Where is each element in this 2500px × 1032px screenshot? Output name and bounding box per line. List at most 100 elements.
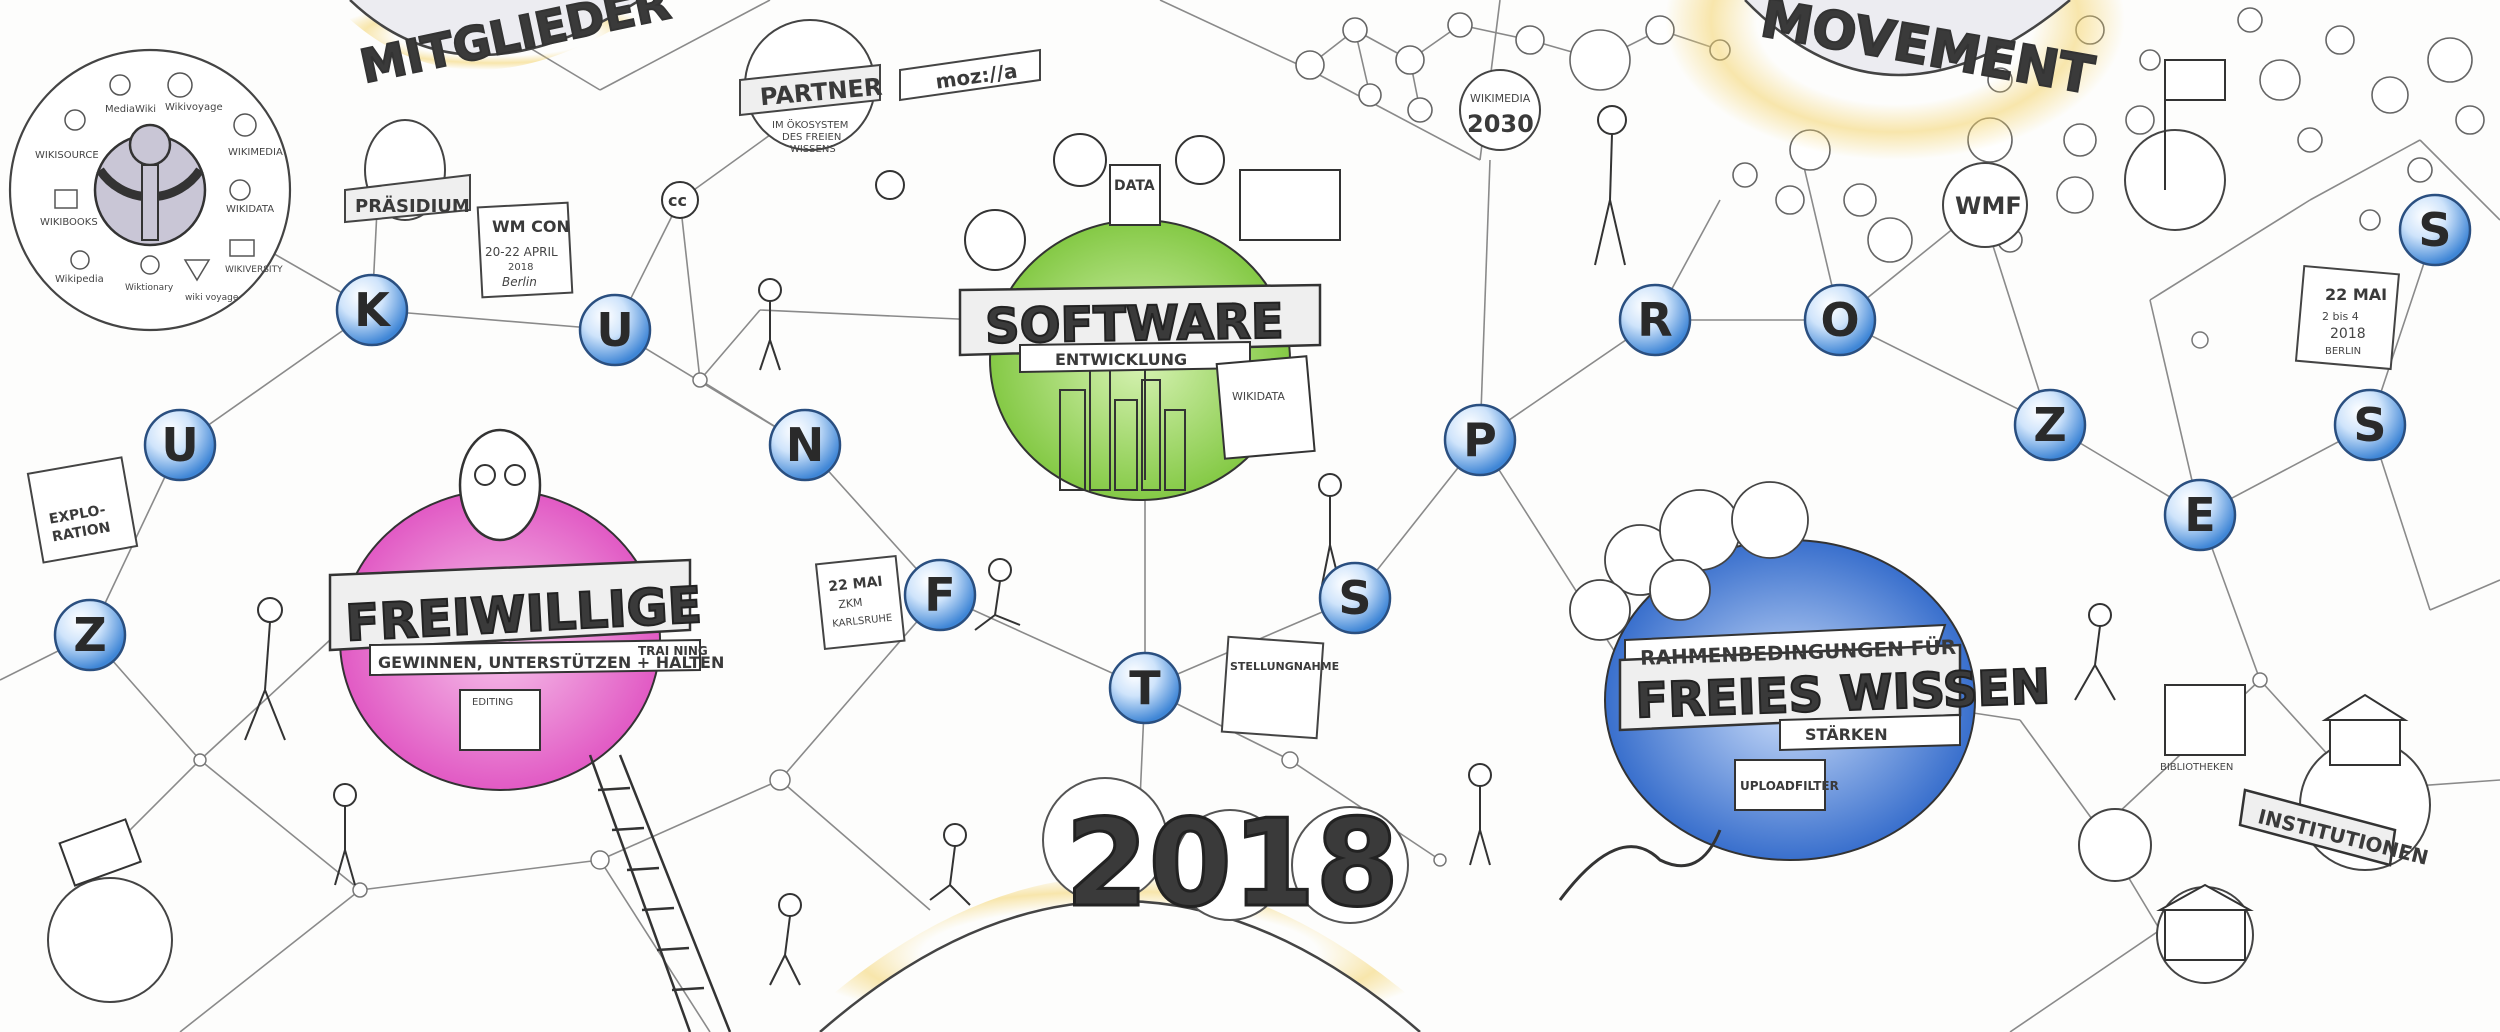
wmcon-year: 2018 — [508, 262, 533, 273]
flower-icon — [964, 209, 1026, 271]
wikimedia-commons-label: WIKIMEDIA — [228, 147, 283, 158]
museum-icon — [2329, 719, 2401, 766]
network-dots — [193, 331, 2268, 898]
letter-node-6: F — [903, 558, 977, 632]
letter-node-text: S — [2418, 203, 2451, 257]
letter-node-circle — [1318, 561, 1392, 635]
library-icon — [2164, 909, 2246, 961]
freies-wissen-cluster: RAHMENBEDINGUNGEN FÜR FREIES WISSEN STÄR… — [1558, 481, 2052, 901]
person-head-icon-2 — [1175, 135, 1225, 185]
editing-text: EDITING — [472, 697, 513, 708]
year-text: 2018 — [1065, 795, 1399, 934]
wmcon-calendar: WM CON 20-22 APRIL 2018 Berlin — [476, 201, 574, 299]
letter-node-text: O — [1820, 293, 1859, 347]
wikipedia-label: Wikipedia — [55, 274, 104, 285]
letter-node-12: Z — [2013, 388, 2087, 462]
letter-node-10: R — [1618, 283, 1692, 357]
letter-node-text: R — [1637, 293, 1672, 347]
letter-node-text: U — [161, 418, 198, 472]
letter-node-circle — [2163, 478, 2237, 552]
letter-node-4: U — [578, 293, 652, 367]
bot-title: STELLUNGNAHME — [1230, 660, 1339, 673]
wmf-text: WMF — [1955, 192, 2022, 220]
monitor-icon — [1239, 169, 1341, 241]
partner-sub1: IM ÖKOSYSTEM — [772, 118, 848, 131]
exploration-sign: EXPLO- RATION — [26, 456, 139, 564]
zukunftsprozess-letter-nodes: Z U K U N F T S P R O Z E S S — [53, 193, 2472, 725]
letter-node-circle — [768, 408, 842, 482]
cc-badge: cc — [661, 181, 699, 219]
letter-node-5: N — [768, 408, 842, 482]
may22-line1: 2 bis 4 — [2322, 310, 2359, 323]
letter-node-text: S — [2353, 398, 2386, 452]
wikidata-book — [1215, 355, 1316, 460]
person-head-icon — [1053, 133, 1107, 187]
wmcon-date: 20-22 APRIL — [485, 245, 558, 259]
data-box — [1109, 164, 1161, 226]
letter-node-circle — [335, 273, 409, 347]
letter-node-8: S — [1318, 561, 1392, 635]
letter-node-text: Z — [73, 608, 106, 662]
data-text: DATA — [1114, 178, 1155, 194]
letter-node-13: E — [2163, 478, 2237, 552]
letter-node-circle — [903, 558, 977, 632]
wmf-badge: WMF — [1942, 162, 2028, 248]
letter-node-2: U — [143, 408, 217, 482]
letter-node-circle — [2013, 388, 2087, 462]
laptop-circle — [47, 818, 173, 1003]
mozilla-tag: moz://a — [899, 48, 1041, 102]
eu-circle — [2124, 59, 2226, 231]
freiwillige-sub: GEWINNEN, UNTERSTÜTZEN + HALTEN — [378, 653, 724, 672]
wikimedia2030-line2: 2030 — [1467, 110, 1534, 138]
editing-screen — [459, 689, 541, 751]
letter-node-text: P — [1463, 413, 1497, 467]
eu-flag-icon — [2164, 59, 2226, 101]
stellungnahme-calendar: STELLUNGNAHME — [1220, 635, 1339, 740]
institutionen-cluster: INSTITUTIONEN BIBLIOTHEKEN — [2078, 684, 2431, 984]
partner-sub3: WISSENS — [790, 144, 836, 155]
mitglieder-banner: MITGLIEDER — [330, 0, 676, 95]
letter-node-text: N — [786, 418, 825, 472]
figures — [244, 105, 2116, 986]
wikimedia2030-line1: WIKIMEDIA — [1470, 92, 1531, 105]
letter-node-circle — [2398, 193, 2472, 267]
letter-node-circle — [2333, 388, 2407, 462]
may22-line2: 2018 — [2330, 326, 2366, 342]
letter-node-1: Z — [53, 598, 127, 672]
uploadfilter-text: UPLOADFILTER — [1740, 779, 1839, 793]
ladder — [588, 754, 732, 1032]
skyline — [1059, 360, 1220, 491]
may22-calendar: 22 MAI 2 bis 4 2018 BERLIN — [2294, 264, 2400, 371]
wmcon-title: WM CON — [492, 217, 570, 236]
letter-node-3: K — [335, 273, 409, 347]
tree-roots — [1558, 829, 1722, 901]
letter-node-text: T — [1129, 661, 1161, 715]
partner-sub2: DES FREIEN — [782, 132, 841, 143]
partner-badge: PARTNER IM ÖKOSYSTEM DES FREIEN WISSENS — [739, 19, 905, 200]
wiki-projects-circle: WIKISOURCE MediaWiki Wikivoyage WIKIMEDI… — [8, 48, 292, 332]
software-title: SOFTWARE — [985, 293, 1285, 354]
letter-node-text: F — [924, 568, 955, 622]
tree-canopy — [1569, 481, 1809, 641]
letter-node-circle — [1443, 403, 1517, 477]
wikivoyage-top-label: Wikivoyage — [165, 102, 223, 113]
letter-node-text: E — [2184, 488, 2215, 542]
letter-node-11: O — [1803, 283, 1877, 357]
wiktionary-label: Wiktionary — [125, 283, 174, 293]
may22-top: 22 MAI — [2325, 285, 2387, 304]
laptop-icon — [58, 818, 143, 887]
bibliotheken-board — [2164, 684, 2246, 756]
letter-node-text: K — [354, 283, 392, 337]
letter-node-9: P — [1443, 403, 1517, 477]
bibliotheken-text: BIBLIOTHEKEN — [2160, 762, 2233, 773]
wikivoyage-label: wiki voyage — [185, 293, 239, 303]
praesidium-text: PRÄSIDIUM — [355, 195, 470, 217]
letter-node-circle — [1618, 283, 1692, 357]
rahmen-sub: STÄRKEN — [1805, 725, 1888, 744]
software-sub: ENTWICKLUNG — [1055, 350, 1187, 369]
wiki-project-icons — [54, 72, 257, 282]
letter-node-7: T — [1108, 651, 1182, 725]
wikibooks-label: WIKIBOOKS — [40, 217, 98, 228]
